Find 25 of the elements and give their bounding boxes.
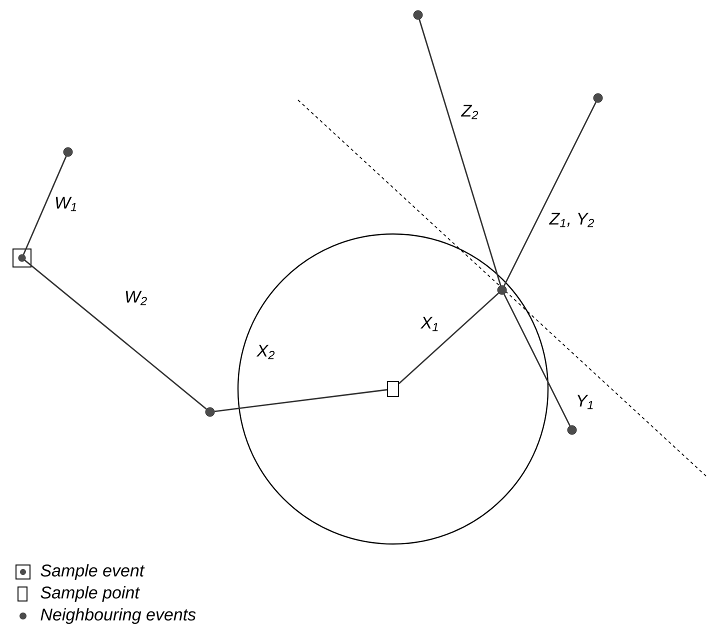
line — [22, 156, 67, 255]
edge-label: X$_{2}$ — [256, 344, 275, 360]
line — [214, 389, 388, 412]
edge-label: Y$_{1}$ — [578, 394, 593, 410]
event-dot — [205, 407, 215, 417]
line — [398, 292, 499, 384]
line — [503, 294, 571, 426]
edge-label: W$_{1}$ — [56, 196, 76, 212]
legend-text: Sample point — [40, 586, 140, 602]
event-dot — [413, 10, 423, 20]
sample-point-square — [387, 381, 399, 397]
event-dot — [497, 285, 507, 295]
event-dot — [567, 425, 577, 435]
line — [24, 260, 207, 410]
edge-label: Z$_{2}$ — [460, 104, 478, 120]
event-dot — [63, 147, 73, 157]
event-dot — [593, 93, 603, 103]
line — [503, 102, 597, 286]
legend-text: Sample event — [40, 564, 145, 580]
edge-label: Z$_{1}$, Y$_{2}$ — [548, 212, 594, 228]
event-dot — [18, 254, 26, 262]
line — [418, 19, 502, 286]
edge-label: W$_{2}$ — [126, 290, 147, 306]
edge-label: X$_{1}$ — [420, 316, 438, 332]
legend-text: Neighbouring events — [40, 608, 196, 624]
